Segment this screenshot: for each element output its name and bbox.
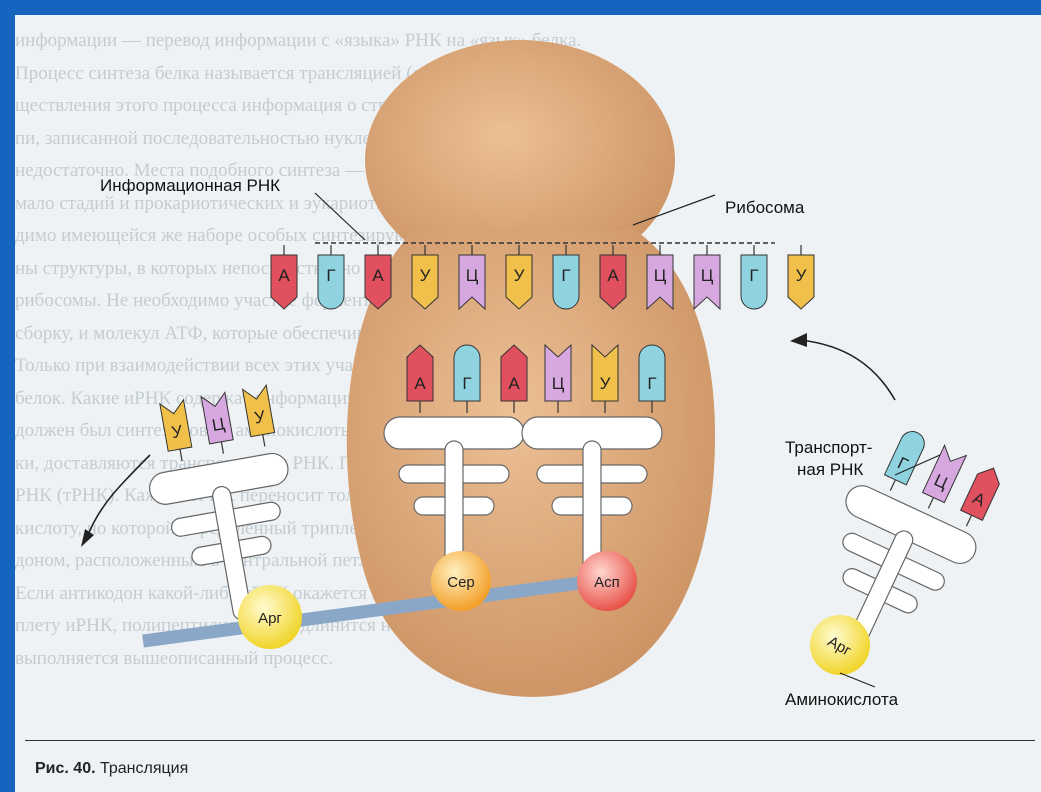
amino-acid-arg-right: Арг: [810, 615, 870, 675]
anticodon-base-letter: У: [600, 374, 611, 393]
mrna-base: У: [788, 245, 814, 309]
mrna-base-letter: Г: [326, 266, 335, 285]
mrna-base-letter: А: [278, 266, 290, 285]
mrna-base-letter: Ц: [701, 266, 714, 285]
mrna-base-letter: Г: [749, 266, 758, 285]
amino-acid-asp: Асп: [577, 551, 637, 611]
mrna-base-letter: У: [514, 266, 525, 285]
trna-left-anticodon-base: У: [243, 385, 277, 448]
mrna-base: А: [600, 245, 626, 309]
figure-frame: информации — перевод информации с «языка…: [15, 15, 1041, 792]
mrna-base: А: [365, 245, 391, 309]
figure-caption: Рис. 40. Трансляция: [35, 760, 188, 778]
mrna-label: Информационная РНК: [100, 176, 280, 195]
anticodon-base-letter: Г: [462, 374, 471, 393]
anticodon-base-letter: Г: [647, 374, 656, 393]
ribosome-label: Рибосома: [725, 198, 805, 217]
trna-right-anticodon-base: Ц: [918, 445, 967, 513]
mrna-base: У: [412, 245, 438, 309]
ribosome-large-subunit: [347, 230, 715, 697]
mrna-base: Г: [741, 245, 767, 309]
trna-right-anticodon-base: А: [956, 463, 1005, 531]
trna-label-line2: ная РНК: [797, 460, 863, 479]
trna-left-anticodon-base: У: [160, 400, 194, 463]
mrna-base: Г: [553, 245, 579, 309]
amino-acid-ser: Сер: [431, 551, 491, 611]
trna-right-anticodon-base: Г: [879, 428, 928, 496]
caption-title: Трансляция: [100, 760, 188, 777]
trna-label-line1: Транспорт-: [785, 438, 872, 457]
anticodon-base-letter: Ц: [552, 374, 565, 393]
caption-number: Рис. 40.: [35, 760, 96, 777]
mrna-base: А: [271, 245, 297, 309]
amino-acid-arg-left: Арг: [238, 585, 302, 649]
trna-left-anticodon-base: Ц: [201, 392, 235, 455]
mrna-base-letter: У: [796, 266, 807, 285]
amino-acid-asp-label: Асп: [594, 574, 620, 591]
mrna-base: Ц: [694, 245, 720, 309]
mrna-base-letter: А: [372, 266, 384, 285]
anticodon-base-letter: А: [414, 374, 426, 393]
caption-divider: [25, 740, 1035, 741]
mrna-base-letter: А: [607, 266, 619, 285]
mrna-base-letter: Ц: [654, 266, 667, 285]
mrna-base: Г: [318, 245, 344, 309]
amino-acid-arg-left-label: Арг: [258, 610, 282, 627]
amino-acid-label: Аминокислота: [785, 690, 899, 709]
mrna-base-letter: Г: [561, 266, 570, 285]
anticodon-base-letter: А: [508, 374, 520, 393]
amino-acid-ser-label: Сер: [447, 574, 475, 591]
mrna-base-letter: У: [420, 266, 431, 285]
mrna-base-letter: Ц: [466, 266, 479, 285]
mrna-base: У: [506, 245, 532, 309]
